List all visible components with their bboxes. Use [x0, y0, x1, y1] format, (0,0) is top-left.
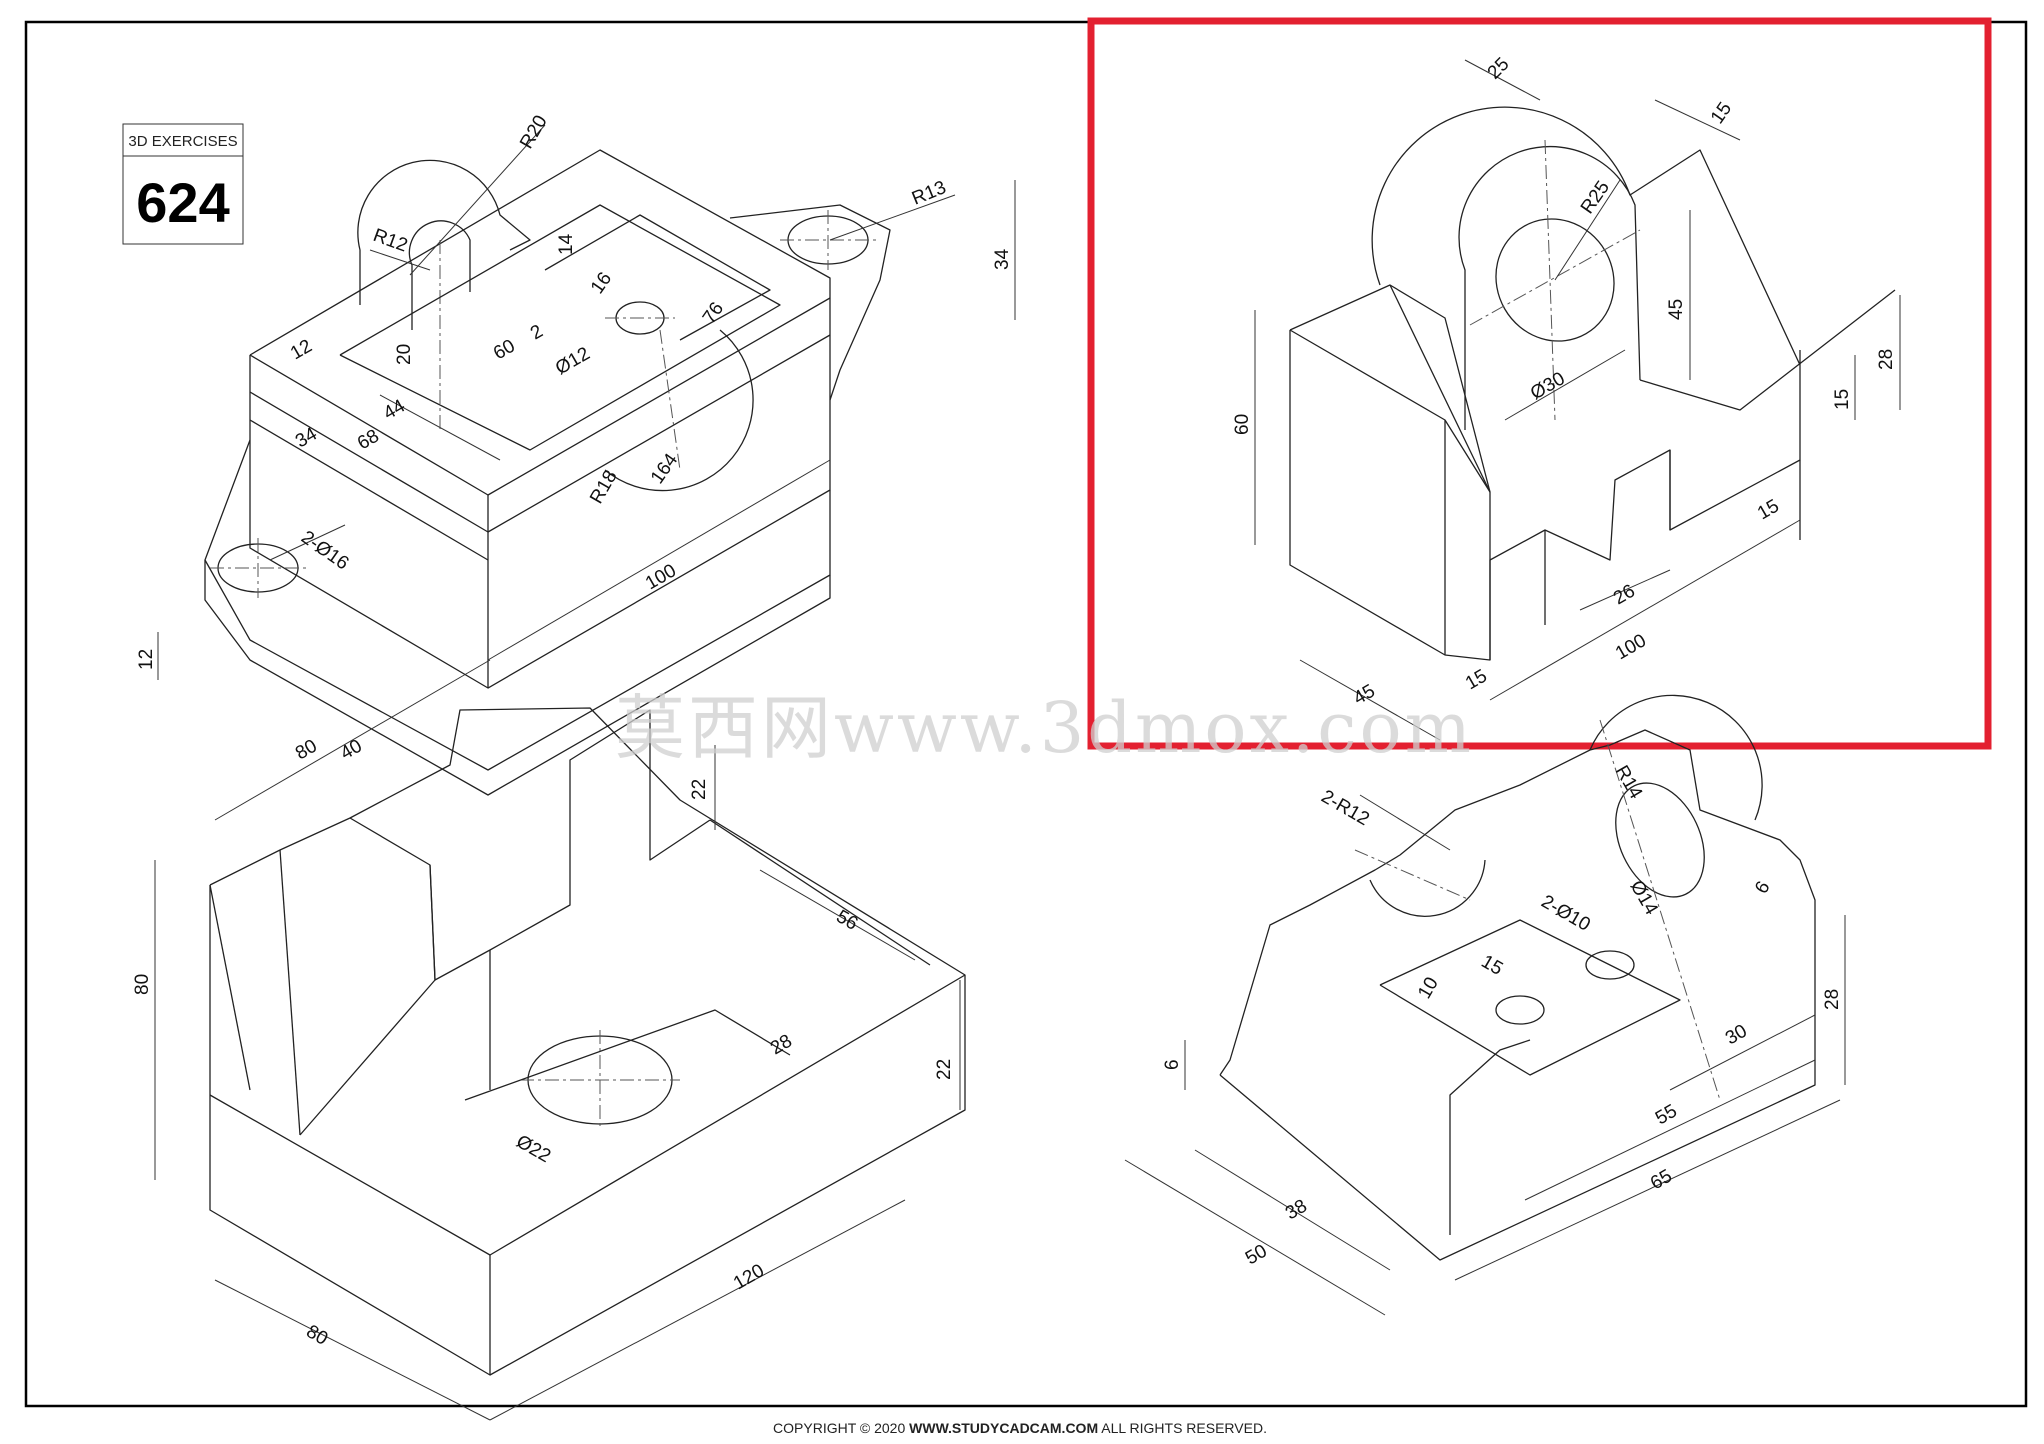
dim-6-right: 6	[1751, 878, 1774, 898]
dim-34-right: 34	[992, 248, 1013, 270]
view-top-right: 25 15 R25 45 28 60 Ø30 15 15 26 100 45 1…	[1232, 54, 1901, 741]
badge-number: 624	[136, 171, 229, 234]
dim-80-bottom: 80	[303, 1321, 332, 1350]
dim-2: 2	[527, 321, 547, 344]
dim-76: 76	[699, 299, 728, 328]
copyright-site: WWW.STUDYCADCAM.COM	[909, 1420, 1098, 1436]
hole-10-a	[1495, 995, 1545, 1025]
dim-16: 16	[587, 269, 616, 298]
dim-15: 15	[1478, 951, 1507, 980]
dim-15-top: 15	[1707, 99, 1736, 128]
highlight-frame	[1087, 17, 1992, 750]
hole-10-b	[1585, 950, 1635, 980]
dim-28: 28	[767, 1031, 796, 1060]
dim-12-top: 12	[287, 336, 316, 365]
dim-15-step: 15	[1754, 496, 1783, 525]
dim-60: 60	[1232, 414, 1253, 435]
dim-28: 28	[1876, 349, 1897, 370]
dim-20: 20	[394, 344, 415, 365]
dim-26: 26	[1610, 581, 1639, 610]
copyright-footer: COPYRIGHT © 2020 WWW.STUDYCADCAM.COM ALL…	[773, 1420, 1267, 1436]
dim-100: 100	[642, 560, 680, 594]
dim-r14: R14	[1611, 762, 1647, 803]
view-bottom-left: 80 40 22 56 80 28 22 Ø22 120 80	[132, 659, 966, 1421]
dim-dia30: Ø30	[1527, 368, 1569, 404]
dim-dia12: Ø12	[552, 343, 594, 379]
dim-60: 60	[490, 336, 519, 365]
dims-bottom-left: 80 40 22 56 80 28 22 Ø22 120 80	[132, 659, 961, 1421]
bore-14	[1615, 782, 1705, 898]
dim-65: 65	[1647, 1166, 1676, 1195]
dim-100: 100	[1612, 630, 1650, 664]
dim-25: 25	[1484, 54, 1514, 84]
dim-22-top: 22	[689, 779, 710, 800]
bore-30	[1495, 218, 1615, 342]
dim-r20: R20	[516, 112, 552, 153]
dims-top-left: R20 R12 14 R13 34 12 20 60 16 2 Ø12 76 4…	[136, 112, 1016, 680]
badge-title: 3D EXERCISES	[128, 133, 237, 150]
dim-22-right: 22	[934, 1059, 955, 1080]
dim-56: 56	[833, 906, 862, 935]
dim-30: 30	[1722, 1021, 1751, 1050]
dim-2-dia10: 2-Ø10	[1538, 891, 1594, 936]
dims-bottom-right: 2-R12 R14 2-Ø10 Ø14 6 15 10 28 30 6 55 3…	[1124, 762, 1846, 1316]
dim-45-vert: 45	[1666, 299, 1687, 320]
dim-40: 40	[337, 736, 366, 765]
dim-2-r12: 2-R12	[1318, 786, 1373, 830]
dim-6-left: 6	[1162, 1059, 1183, 1070]
drawing-border	[24, 20, 2028, 1408]
dim-44: 44	[380, 395, 409, 424]
dim-38: 38	[1282, 1196, 1311, 1225]
dim-12-base: 12	[136, 649, 157, 670]
dim-14: 14	[556, 233, 577, 255]
dim-dia22: Ø22	[513, 1131, 555, 1167]
dim-164: 164	[647, 450, 683, 488]
dim-15-right: 15	[1832, 389, 1853, 410]
exercise-badge: 3D EXERCISES 624	[122, 123, 244, 245]
watermark: 莫西网www.3dmox.com	[615, 687, 1474, 769]
dim-dia14: Ø14	[1626, 877, 1662, 919]
copyright-prefix: COPYRIGHT © 2020	[773, 1420, 909, 1436]
dim-10: 10	[1414, 974, 1443, 1003]
dim-28: 28	[1822, 989, 1843, 1010]
copyright-suffix: ALL RIGHTS RESERVED.	[1098, 1420, 1267, 1436]
dim-80-top: 80	[292, 736, 321, 765]
dim-55: 55	[1652, 1101, 1681, 1130]
view-bottom-right: 2-R12 R14 2-Ø10 Ø14 6 15 10 28 30 6 55 3…	[1124, 694, 1846, 1316]
dim-80-left: 80	[132, 974, 153, 995]
